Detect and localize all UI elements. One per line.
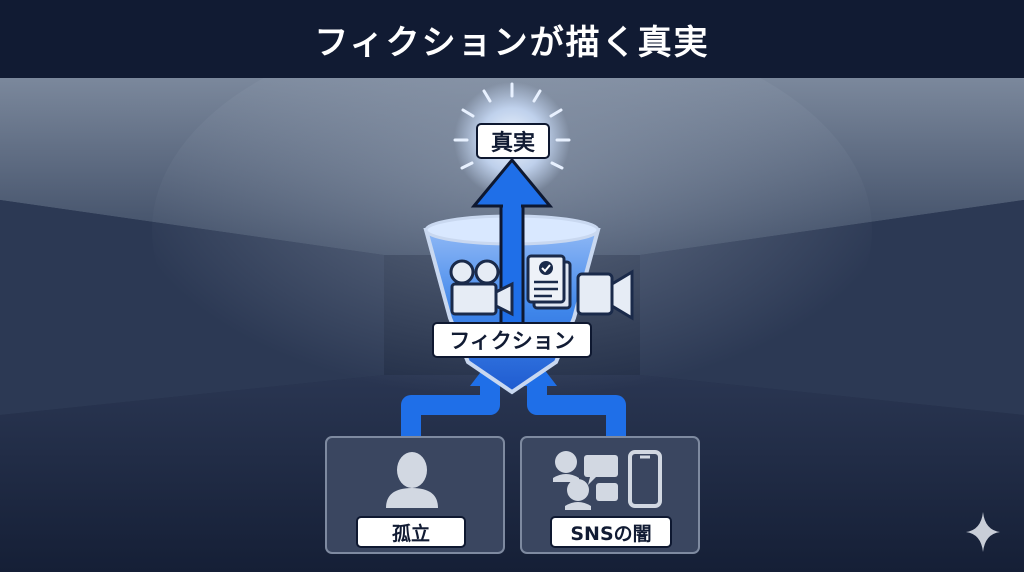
- chat-users-icon: [553, 451, 618, 510]
- isolation-label: 孤立: [356, 516, 466, 548]
- person-icon: [386, 452, 438, 508]
- sparkle-icon: [966, 512, 1000, 552]
- smartphone-icon: [628, 450, 662, 508]
- fiction-label: フィクション: [432, 322, 592, 358]
- page-title: フィクションが描く真実: [314, 22, 710, 63]
- video-camera-icon: [449, 259, 514, 317]
- flow-arrows: [401, 382, 626, 440]
- movie-camera-icon: [576, 269, 634, 321]
- sns-label: SNSの闇: [550, 516, 672, 548]
- certificate-document-icon: [526, 254, 572, 310]
- truth-label: 真実: [476, 123, 550, 159]
- header-bar: フィクションが描く真実: [0, 0, 1024, 78]
